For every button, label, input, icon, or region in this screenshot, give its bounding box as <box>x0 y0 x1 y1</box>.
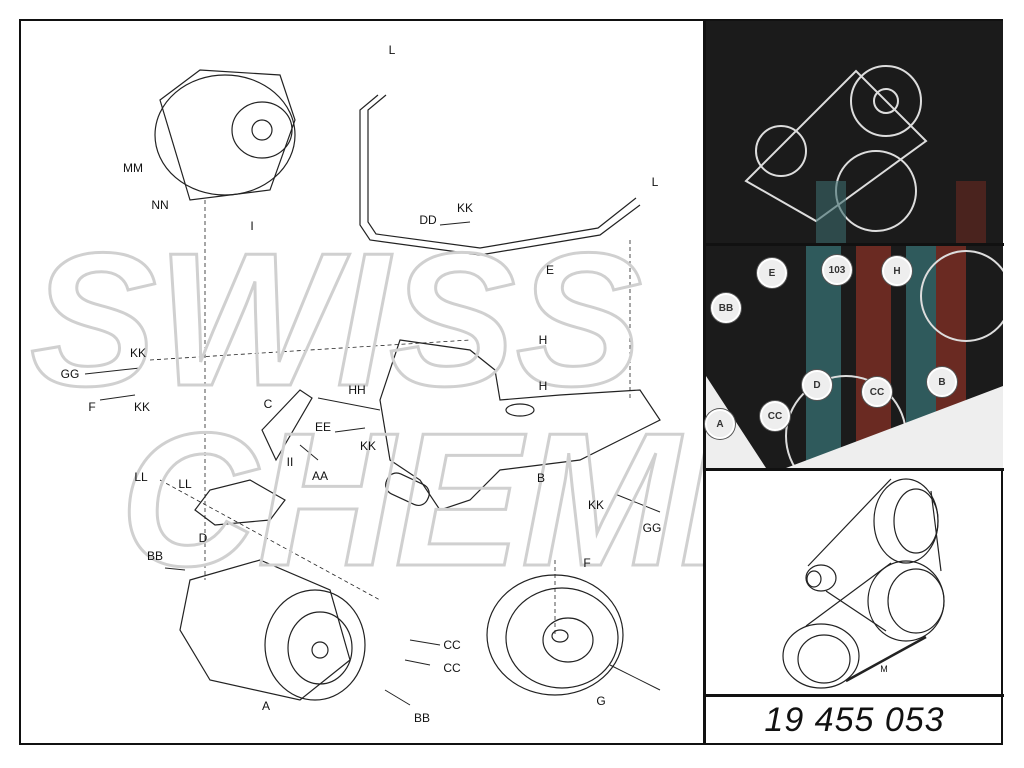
assembly-lines <box>149 200 631 635</box>
label-cc: CC <box>443 661 461 675</box>
photo-callout-cc: CC <box>862 377 892 407</box>
belt-drawing <box>782 478 945 689</box>
belt-label-m: M <box>880 664 888 674</box>
engine-photo-top <box>706 21 1003 243</box>
photo-callout-a: A <box>705 409 735 439</box>
label-bb: BB <box>146 549 164 563</box>
bracket-c <box>261 389 313 462</box>
label-kk: KK <box>456 201 474 215</box>
label-l: L <box>651 175 659 189</box>
label-ii: II <box>286 455 294 469</box>
label-l: L <box>388 43 396 57</box>
exploded-parts-diagram: SWISS CHEMI <box>21 21 704 743</box>
label-f: F <box>583 556 591 570</box>
label-h: H <box>538 333 548 347</box>
label-ee: EE <box>314 420 332 434</box>
belt-routing-diagram: M <box>706 471 1003 695</box>
label-a: A <box>261 699 271 713</box>
label-mm: MM <box>123 161 143 175</box>
panel-divider <box>704 694 1004 697</box>
photo-callout-b: B <box>927 367 957 397</box>
label-g: G <box>596 694 606 708</box>
photo-callout-103: 103 <box>822 255 852 285</box>
label-d: D <box>198 531 208 545</box>
alternator <box>154 69 296 201</box>
label-cc: CC <box>443 638 461 652</box>
spacer <box>385 472 430 507</box>
label-gg: GG <box>60 367 80 381</box>
photo-callout-e: E <box>757 258 787 288</box>
panel-divider <box>704 243 1004 246</box>
label-hh: HH <box>348 383 366 397</box>
label-e: E <box>545 263 555 277</box>
label-kk: KK <box>133 400 151 414</box>
label-f: F <box>88 400 96 414</box>
ac-compressor-a <box>179 559 366 701</box>
photo-callout-cc: CC <box>760 401 790 431</box>
photo-callout-bb: BB <box>711 293 741 323</box>
photo-callout-h: H <box>882 256 912 286</box>
parts-drawing <box>84 69 661 706</box>
panel-divider <box>703 19 706 745</box>
label-gg: GG <box>642 521 662 535</box>
label-ll: LL <box>134 470 148 484</box>
panel-divider <box>704 468 1004 471</box>
label-kk: KK <box>129 346 147 360</box>
photo-callout-d: D <box>802 370 832 400</box>
label-kk: KK <box>359 439 377 453</box>
bracket-d <box>194 479 286 526</box>
label-bb: BB <box>413 711 431 725</box>
engine-photo-labeled <box>706 246 1003 468</box>
label-i: I <box>250 219 254 233</box>
engine-photo-drawing <box>706 246 1003 468</box>
coolant-pipe-e <box>359 94 641 256</box>
bolts <box>84 221 661 706</box>
label-b: B <box>536 471 546 485</box>
label-dd: DD <box>419 213 437 227</box>
part-number: 19 455 053 <box>764 700 945 739</box>
engine-photo-drawing <box>744 65 986 243</box>
label-aa: AA <box>311 469 329 483</box>
crank-pulley-f <box>486 574 624 696</box>
label-nn: NN <box>151 198 169 212</box>
label-h: H <box>538 379 548 393</box>
label-ll: LL <box>178 477 192 491</box>
label-kk: KK <box>587 498 605 512</box>
bracket-b <box>379 339 661 511</box>
label-c: C <box>263 397 273 411</box>
